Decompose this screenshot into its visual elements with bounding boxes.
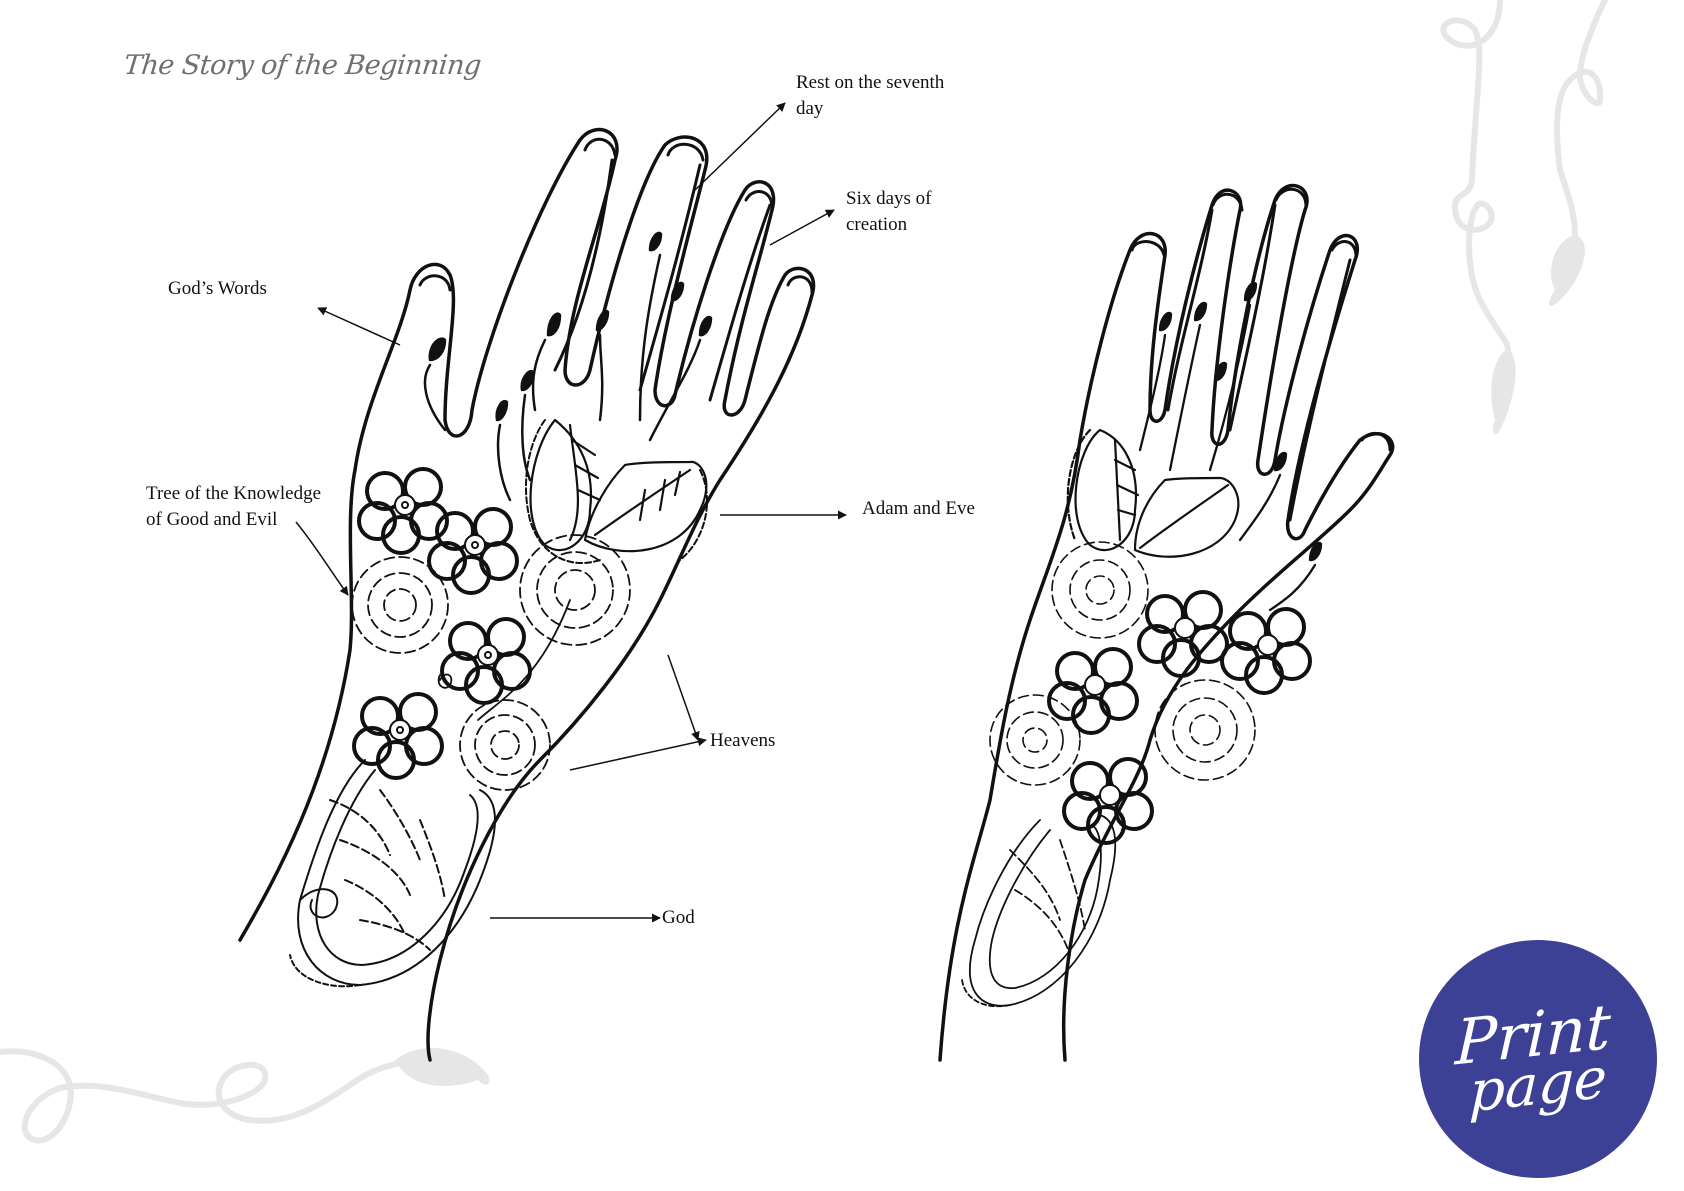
right-hand-drawing [938, 183, 1395, 1062]
label-rest-seventh-day: Rest on the seventh day [796, 70, 944, 122]
label-tree-line1: Tree of the Knowledge [146, 483, 322, 504]
print-label-line2: page [1468, 1045, 1608, 1126]
arrow-heavens-2 [569, 737, 707, 771]
arrow-tree [295, 521, 349, 596]
vine-decoration-bottom-left [0, 1048, 403, 1144]
left-hand-drawing [238, 128, 816, 1062]
label-heavens: Heavens [710, 730, 776, 751]
leaf-decoration-bottom-left [395, 1048, 490, 1086]
annotation-arrows [295, 102, 847, 923]
label-rest-line2: day [796, 98, 824, 119]
label-six-days-line1: Six days of [846, 188, 932, 209]
label-tree-of-knowledge: Tree of the Knowledge of Good and Evil [146, 481, 321, 533]
arrow-rest [694, 102, 786, 191]
arrow-heavens-1 [667, 654, 700, 741]
arrow-gods-words [317, 307, 401, 346]
label-six-days-of-creation: Six days of creation [846, 186, 932, 238]
arrow-six-days [769, 209, 835, 246]
label-gods-words: God’s Words [168, 278, 267, 299]
vine-decoration-top-right [1440, 0, 1608, 353]
label-rest-line1: Rest on the seventh [796, 72, 945, 93]
label-adam-and-eve: Adam and Eve [862, 498, 975, 519]
print-page-button[interactable]: Print page [1419, 940, 1657, 1178]
label-six-days-line2: creation [846, 214, 908, 235]
leaf-decoration-top-right [1491, 235, 1585, 435]
label-god: God [662, 907, 695, 928]
label-tree-line2: of Good and Evil [146, 509, 278, 530]
